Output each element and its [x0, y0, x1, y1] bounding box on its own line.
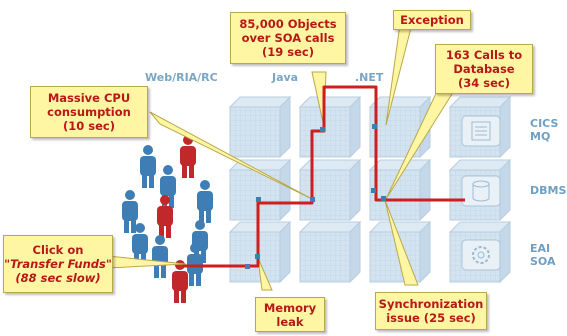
path-node — [381, 196, 386, 201]
callout-db-calls: 163 Calls to Database (34 sec) — [435, 44, 533, 94]
path-node — [255, 254, 260, 259]
backend-line1: EAI — [530, 242, 551, 255]
backend-line1: CICS — [530, 117, 559, 130]
pointer-sync — [384, 199, 419, 286]
user-figure — [197, 180, 213, 223]
callout-line: (10 sec) — [63, 119, 115, 133]
cube — [368, 158, 432, 222]
callout-line: issue (25 sec) — [386, 311, 476, 325]
callout-sync: Synchronization issue (25 sec) — [375, 292, 487, 330]
callout-line: Synchronization — [378, 297, 484, 311]
path-node — [245, 264, 250, 269]
pointer-memory — [257, 257, 273, 291]
users-group — [122, 135, 213, 303]
pointer-click — [107, 255, 187, 269]
backend-label-dbms: DBMS — [530, 184, 566, 197]
backend-line2: MQ — [530, 130, 551, 143]
callout-line: Massive CPU — [47, 91, 131, 105]
document-icon — [461, 115, 501, 147]
callout-line: Click on — [32, 243, 84, 257]
gear-icon — [461, 239, 501, 271]
user-figure — [172, 260, 188, 303]
callout-memory: Memory leak — [255, 297, 325, 332]
path-nodes — [245, 124, 386, 269]
cube — [298, 158, 362, 222]
transaction-path — [183, 85, 465, 268]
cube — [228, 95, 292, 159]
user-figure — [157, 195, 173, 238]
callout-line: consumption — [47, 105, 131, 119]
callout-line: "Transfer Funds" — [4, 257, 112, 271]
callout-line: (88 sec slow) — [15, 271, 101, 285]
user-figure — [180, 135, 196, 178]
column-header-java: Java — [272, 71, 299, 84]
cube — [228, 158, 292, 222]
callout-click: Click on "Transfer Funds" (88 sec slow) — [3, 235, 113, 293]
user-figure — [122, 190, 138, 233]
callout-pointers — [107, 23, 453, 291]
path-node — [371, 188, 376, 193]
path-node — [256, 197, 261, 202]
backend-label-eai: EAI SOA — [530, 242, 556, 268]
path-node — [372, 124, 377, 129]
callout-cpu: Massive CPU consumption (10 sec) — [30, 86, 148, 138]
user-figure — [187, 243, 203, 286]
callout-line: 85,000 Objects — [239, 17, 337, 31]
column-header-dotnet: .NET — [355, 71, 384, 84]
database-icon — [461, 175, 501, 207]
backend-label-cics: CICS MQ — [530, 117, 558, 143]
callout-line: (19 sec) — [262, 45, 314, 59]
cube — [298, 220, 362, 284]
callout-line: 163 Calls to — [445, 48, 523, 62]
column-header-web: Web/RIA/RC — [145, 71, 218, 84]
callout-line: Memory — [263, 300, 317, 315]
callout-line: (34 sec) — [458, 76, 510, 90]
callout-exception: Exception — [393, 10, 471, 30]
callout-line: Exception — [400, 13, 464, 27]
callout-line: over SOA calls — [241, 31, 335, 45]
backend-line1: DBMS — [530, 184, 567, 197]
backend-line2: SOA — [530, 255, 556, 268]
callout-line: leak — [276, 314, 304, 329]
backend-column — [461, 115, 501, 271]
user-figure — [140, 145, 156, 188]
cube — [298, 95, 362, 159]
user-figure — [152, 235, 168, 278]
path-node — [310, 197, 315, 202]
callout-line: Database — [453, 62, 515, 76]
pointer-cpu — [149, 111, 311, 199]
path-node — [320, 127, 325, 132]
callout-objects: 85,000 Objects over SOA calls (19 sec) — [230, 12, 346, 64]
